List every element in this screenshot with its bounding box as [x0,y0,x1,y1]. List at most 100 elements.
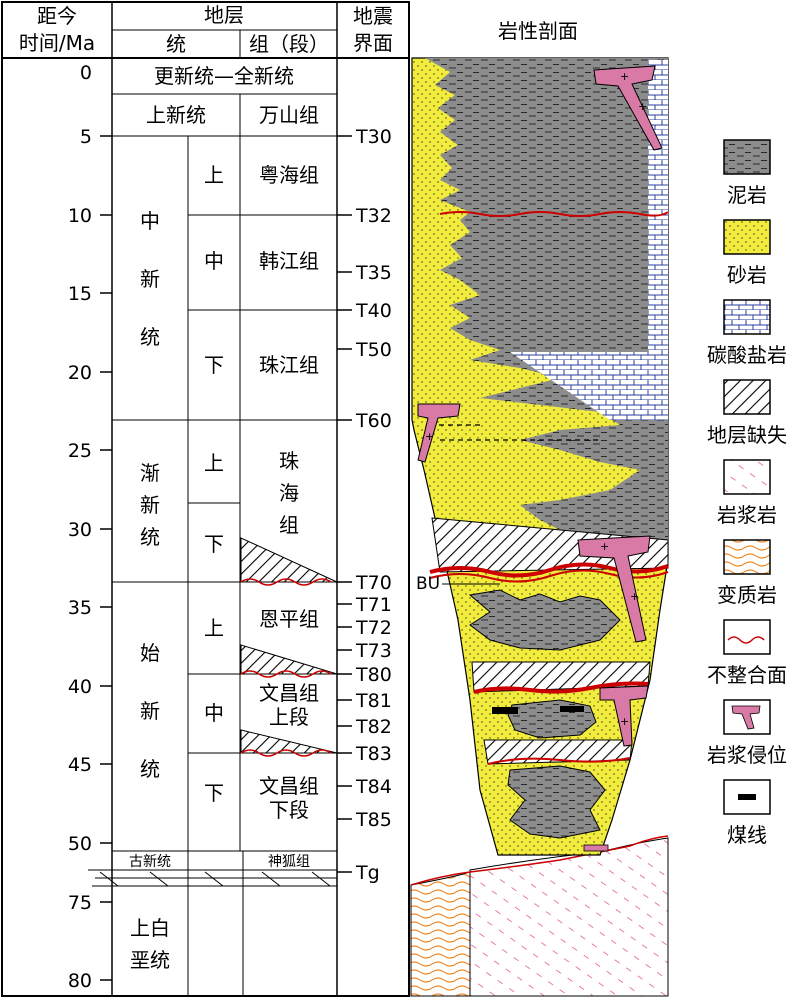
subdivision-lower: 下 [204,532,224,556]
carbonate-column [648,60,668,420]
epoch-miocene: 统 [140,325,160,349]
legend-item-unconformity: 不整合面 [707,619,787,687]
age-header-line1: 距今 [37,4,77,28]
age-tick-label: 10 [68,205,92,227]
epoch-oligocene: 渐 [140,461,160,485]
legend-item-metamorphic-rock: 变质岩 [717,539,777,607]
legend-item-sandstone: 砂岩 [723,219,771,287]
mudstone-wenchang-lower [507,765,606,839]
formation-yuehai: 粤海组 [259,163,319,187]
svg-text:岩浆侵位: 岩浆侵位 [707,743,787,767]
age-header-line2: 时间/Ma [19,31,95,55]
epoch-eocene: 始 [140,641,160,665]
intrusion-t60: + [417,403,461,463]
svg-text:不整合面: 不整合面 [707,663,787,687]
strata-header: 地层 [204,3,244,27]
magmatic-basement [469,837,669,997]
svg-text:+: + [620,70,629,83]
age-tick-label: 80 [68,970,92,992]
lithology-section: + + + + + + BU [410,57,669,997]
age-tick-label: 50 [68,833,92,855]
horizon-label: T80 [355,664,392,686]
horizon-label: T50 [355,339,392,361]
age-axis-ticks [100,135,112,981]
formation-wenchang-upper: 上段 [269,705,309,729]
legend-item-coal: 煤线 [723,779,771,847]
subdivision-lower: 下 [204,781,224,805]
subdivision-upper: 上 [204,451,224,475]
horizon-label: T32 [355,205,392,227]
horizon-label: T40 [355,300,392,322]
intrusion-top: + + [593,65,663,151]
subdivision-middle: 中 [204,249,224,273]
svg-text:+: + [630,590,639,603]
legend-item-carbonate: 碳酸盐岩 [707,299,787,367]
age-tick-label: 75 [68,892,92,914]
epoch-upper-cretaceous: 垩统 [130,948,170,972]
bu-label: BU [416,574,440,594]
formation-zhuhai: 海 [279,481,299,505]
intrusion-t70: + + [577,535,651,643]
svg-text:+: + [600,540,609,553]
formation-shenhu: 神狐组 [268,854,310,870]
epoch-oligocene: 统 [140,525,160,549]
epoch-eocene: 统 [140,757,160,781]
legend-item-hiatus: 地层缺失 [707,379,787,447]
formation-zhuhai: 珠 [279,449,299,473]
horizon-label: T81 [355,690,392,712]
svg-text:碳酸盐岩: 碳酸盐岩 [707,343,787,367]
mudstone-upper [425,58,668,560]
table-frame [1,1,410,997]
horizon-label: T35 [355,262,392,284]
horizon-label: T60 [355,410,392,432]
legend-item-intrusion: 岩浆侵位 [707,699,787,767]
formation-wenchang-lower: 文昌组 [259,774,319,798]
age-tick-label: 45 [68,754,92,776]
horizon-label: T70 [355,572,392,594]
epoch-miocene: 中 [140,209,160,233]
age-tick-label: 35 [68,597,92,619]
subdivision-upper: 上 [204,163,224,187]
intrusion-t81: + [599,685,649,747]
svg-text:+: + [425,430,434,443]
horizon-label: T71 [355,594,392,616]
age-tick-label: 0 [80,62,92,84]
svg-text:泥岩: 泥岩 [727,183,767,207]
subdivision-upper: 上 [204,616,224,640]
epoch-pleistocene-holocene: 更新统—全新统 [154,64,294,88]
svg-text:+: + [638,100,647,113]
horizon-label: T30 [355,126,392,148]
epoch-eocene: 新 [140,699,160,723]
legend-item-magmatic-rock: 岩浆岩 [717,459,777,527]
age-tick-label: 5 [80,126,92,148]
hiatus-band-t83 [483,739,633,765]
age-tick-label: 40 [68,676,92,698]
epoch-miocene: 新 [140,267,160,291]
subdivision-lower: 下 [204,353,224,377]
age-tick-label: 25 [68,440,92,462]
formation-wenchang-lower: 下段 [269,798,309,822]
epoch-upper-cretaceous: 上白 [130,916,170,940]
svg-text:变质岩: 变质岩 [717,583,777,607]
horizon-label: T72 [355,617,392,639]
horizon-label: T82 [355,716,392,738]
subdivision-middle: 中 [204,701,224,725]
age-tick-label: 15 [68,283,92,305]
age-tick-label: 30 [68,519,92,541]
epoch-pliocene: 上新统 [146,103,206,127]
formation-hanjiang: 韩江组 [259,249,319,273]
formation-zhuhai: 组 [279,513,299,537]
table-hiatus-wedges [240,537,338,757]
formation-enping: 恩平组 [259,607,319,631]
legend-item-mudstone: 泥岩 [723,139,771,207]
horizon-label: T84 [355,776,392,798]
series-header: 统 [166,32,186,56]
svg-text:煤线: 煤线 [727,823,767,847]
formation-wenchang-upper: 文昌组 [259,681,319,705]
horizon-label: Tg [355,862,380,884]
legend: 泥岩 砂岩 碳酸盐岩 地层缺失 岩浆岩 变质岩 不整合面 [707,139,787,847]
svg-text:地层缺失: 地层缺失 [707,423,787,447]
mudstone-enping [468,589,621,651]
seismic-horizon-ticks [337,135,352,873]
